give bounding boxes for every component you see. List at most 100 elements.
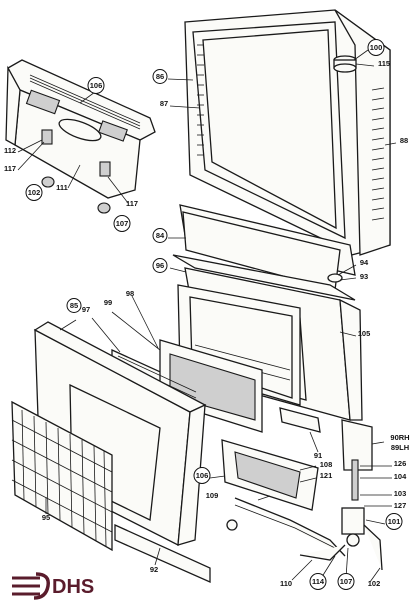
callout-label: 101 <box>388 517 401 526</box>
callout-84: 84 <box>152 228 168 243</box>
callout-121: 121 <box>320 471 333 480</box>
callout-106: 106 <box>87 77 105 94</box>
callout-label: 117 <box>126 199 138 208</box>
callout-107: 107 <box>337 573 355 590</box>
callout-label: 111 <box>56 183 68 192</box>
callout-labels: 100 115 86 87 88 106 112 117 111 102 117 107 84 96 94 9… <box>4 39 410 590</box>
outer-casing-part <box>184 9 391 259</box>
callout-label: 106 <box>90 81 103 90</box>
callout-112: 112 <box>4 146 16 155</box>
callout-99: 99 <box>104 298 112 307</box>
callout-111: 111 <box>56 183 68 192</box>
callout-label: 91 <box>314 451 322 460</box>
callout-circle <box>87 77 105 94</box>
callout-label: 96 <box>156 261 164 270</box>
callout-label: 100 <box>370 43 383 52</box>
callout-circle <box>193 467 211 484</box>
callout-label: 88 <box>400 136 408 145</box>
callout-96: 96 <box>152 258 168 273</box>
front-grille-part <box>11 400 113 552</box>
callout-117: 117 <box>4 164 16 173</box>
burner-valve-part <box>221 439 346 557</box>
callout-circle <box>25 184 43 201</box>
callout-circle <box>152 69 168 84</box>
callout-102: 102 <box>25 184 43 201</box>
bottom-trim-part <box>114 523 211 583</box>
callout-label: 94 <box>360 258 369 267</box>
callout-104: 104 <box>394 472 407 481</box>
callout-label: 93 <box>360 272 368 281</box>
callout-105: 105 <box>358 329 371 338</box>
callout-86: 86 <box>152 69 168 84</box>
callout-label: 117 <box>4 164 16 173</box>
callout-101: 101 <box>385 513 403 530</box>
callout-circle <box>152 228 168 243</box>
callout-label: 84 <box>156 231 165 240</box>
callout-85: 85 <box>66 298 82 313</box>
callout-label: 114 <box>312 577 325 586</box>
callout-91: 91 <box>314 451 322 460</box>
callout-circle <box>385 513 403 530</box>
callout-label: 95 <box>42 513 50 522</box>
callout-label: 85 <box>70 301 78 310</box>
callout-97: 97 <box>82 305 90 314</box>
callout-90rh: 90RH <box>390 433 409 442</box>
callout-100: 100 <box>367 39 385 56</box>
callout-88: 88 <box>400 136 408 145</box>
callout-circle <box>152 258 168 273</box>
callout-label: 127 <box>394 501 407 510</box>
callout-107: 107 <box>113 215 131 232</box>
callout-label: 87 <box>160 99 168 108</box>
callout-label: 102 <box>368 579 381 588</box>
callout-109: 109 <box>206 491 219 500</box>
callout-label: 106 <box>196 471 209 480</box>
callout-label: 115 <box>378 59 390 68</box>
callout-117: 117 <box>126 199 138 208</box>
callout-label: 108 <box>320 460 333 469</box>
callout-98: 98 <box>126 289 134 298</box>
dhs-logo: DHS <box>12 572 94 600</box>
callout-94: 94 <box>360 258 369 267</box>
callout-label: 102 <box>28 188 41 197</box>
callout-label: 105 <box>358 329 371 338</box>
callout-93: 93 <box>360 272 368 281</box>
callout-102: 102 <box>368 579 381 588</box>
gas-valve-part <box>299 459 383 571</box>
callout-89lh: 89LH <box>391 443 409 452</box>
callout-label: 98 <box>126 289 134 298</box>
callout-label: 112 <box>4 146 16 155</box>
leader-lines <box>17 49 397 583</box>
callout-label: 97 <box>82 305 90 314</box>
callout-label: 110 <box>280 579 292 588</box>
callout-114: 114 <box>309 573 327 590</box>
back-panel-part <box>172 204 356 301</box>
callout-label: 89LH <box>391 443 409 452</box>
callout-label: 99 <box>104 298 112 307</box>
callout-label: 104 <box>394 472 407 481</box>
callout-circle <box>367 39 385 56</box>
callout-label: 126 <box>394 459 407 468</box>
callout-103: 103 <box>394 489 407 498</box>
callout-87: 87 <box>160 99 168 108</box>
callout-110: 110 <box>280 579 292 588</box>
callout-label: 86 <box>156 72 164 81</box>
callout-label: 121 <box>320 471 333 480</box>
callout-circle <box>113 215 131 232</box>
callout-label: 107 <box>340 577 353 586</box>
dhs-logo-text: DHS <box>52 576 94 598</box>
callout-label: 103 <box>394 489 407 498</box>
callout-92: 92 <box>150 565 158 574</box>
callout-circle <box>337 573 355 590</box>
callout-127: 127 <box>394 501 407 510</box>
burner-tray-part <box>5 59 156 214</box>
callout-label: 90RH <box>390 433 409 442</box>
callout-circle <box>309 573 327 590</box>
callout-108: 108 <box>320 460 333 469</box>
callout-95: 95 <box>42 513 50 522</box>
callout-126: 126 <box>394 459 407 468</box>
callout-label: 109 <box>206 491 219 500</box>
callout-115: 115 <box>378 59 390 68</box>
callout-106: 106 <box>193 467 211 484</box>
callout-label: 107 <box>116 219 129 228</box>
